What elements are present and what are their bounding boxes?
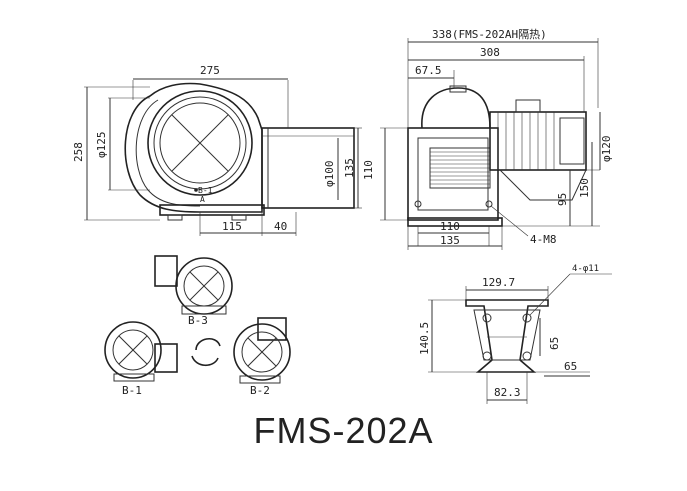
dim-height: 258 <box>72 142 85 162</box>
dim-base-b: 40 <box>274 220 287 233</box>
dim-h-left: 110 <box>362 160 375 180</box>
front-center-sub: A <box>200 195 205 204</box>
front-center-label: B-1 <box>198 186 213 195</box>
dim-base-a: 115 <box>222 220 242 233</box>
bolt-note: 4-M8 <box>530 233 557 246</box>
label-b3: B-3 <box>188 314 208 327</box>
dim-65a: 65 <box>548 337 561 350</box>
front-view: B-1 A 275 258 φ125 φ100 135 115 40 <box>72 64 362 236</box>
dim-base-top: 129.7 <box>482 276 515 289</box>
dim-65b: 65 <box>564 360 577 373</box>
dim-base-height: 140.5 <box>418 322 431 355</box>
dim-base-135: 135 <box>440 234 460 247</box>
dim-inlet-dia: φ125 <box>95 132 108 159</box>
dim-total: 308 <box>480 46 500 59</box>
dim-base-bottom: 82.3 <box>494 386 521 399</box>
dim-base-110: 110 <box>440 220 460 233</box>
label-b2: B-2 <box>250 384 270 397</box>
impeller-slats <box>430 151 490 185</box>
orientation-b3: B-3 <box>154 255 233 327</box>
base-view: 129.7 4-φ11 140.5 65 65 82.3 <box>418 264 612 404</box>
dim-flange: 67.5 <box>415 64 442 77</box>
dim-h-150: 150 <box>578 178 591 198</box>
dim-motor-dia: φ120 <box>600 136 613 163</box>
dim-outlet-h: 135 <box>343 158 356 178</box>
dim-outlet-dia: φ100 <box>323 161 336 188</box>
dim-total-heat: 338(FMS-202AH隔热) <box>432 28 547 41</box>
dim-width: 275 <box>200 64 220 77</box>
motor-fins <box>497 112 555 170</box>
dim-hole: 4-φ11 <box>572 264 599 274</box>
dim-h-95: 95 <box>556 193 569 206</box>
model-title: FMS-202A <box>253 410 434 451</box>
orientation-b2: B-2 <box>233 317 291 397</box>
orientation-b1: B-1 <box>104 321 178 397</box>
side-view: 338(FMS-202AH隔热) 308 67.5 φ120 110 95 15… <box>362 28 613 250</box>
rotation-arrow <box>191 338 221 367</box>
label-b1: B-1 <box>122 384 142 397</box>
